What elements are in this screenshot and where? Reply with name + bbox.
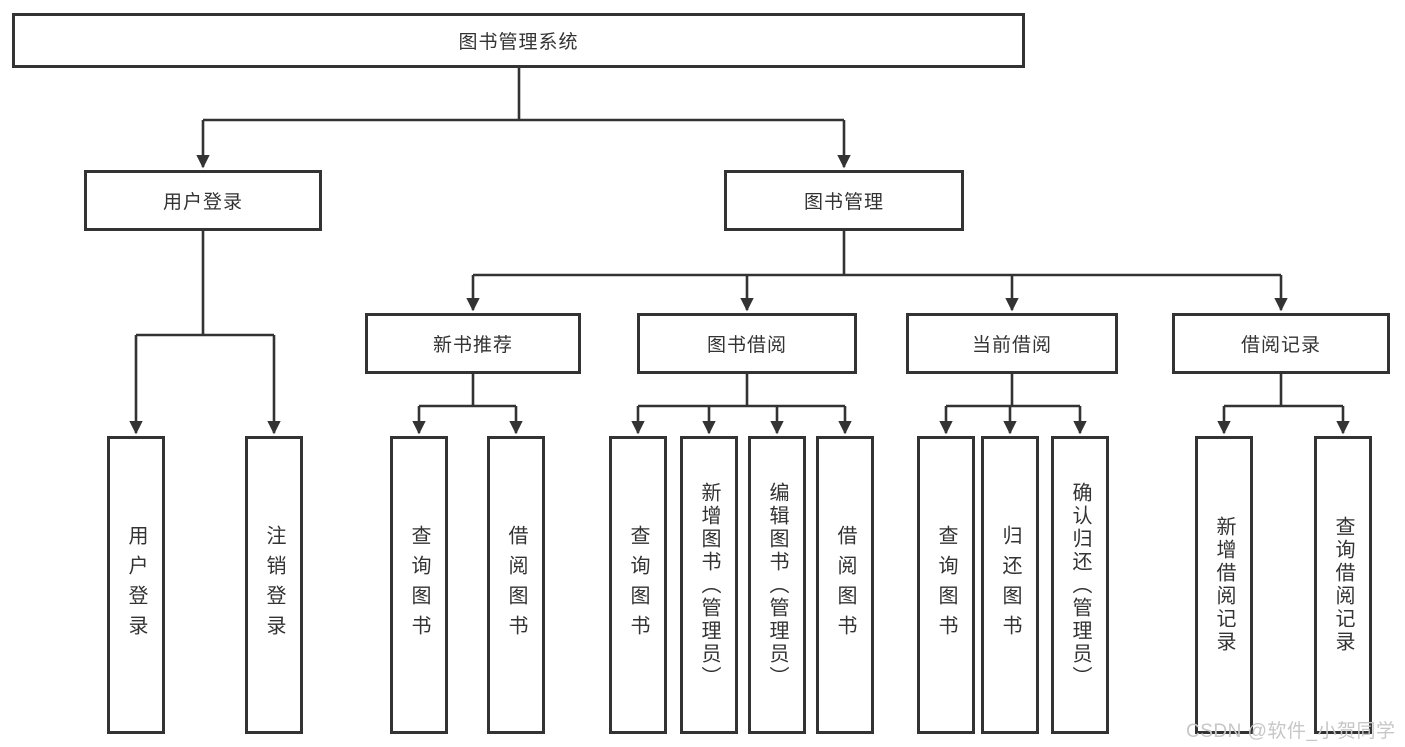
leaf-add-borrow-record-label: 新增借阅记录 [1213, 516, 1235, 654]
leaf-borrow-books: 借阅图书 [816, 436, 874, 734]
leaf-borrow-query-books-label: 查询图书 [627, 525, 649, 645]
leaf-query-borrow-record: 查询借阅记录 [1314, 436, 1372, 734]
leaf-edit-books-admin-label: 编辑图书（管理员） [766, 481, 788, 689]
leaf-current-query-books-label: 查询图书 [935, 525, 957, 645]
leaf-newbook-query-books: 查询图书 [390, 436, 448, 734]
leaf-confirm-return-admin-label: 确认归还（管理员） [1069, 481, 1091, 689]
leaf-add-books-admin: 新增图书（管理员） [680, 436, 738, 734]
leaf-edit-books-admin: 编辑图书（管理员） [748, 436, 806, 734]
leaf-borrow-query-books: 查询图书 [609, 436, 667, 734]
leaf-current-query-books: 查询图书 [917, 436, 975, 734]
leaf-newbook-query-books-label: 查询图书 [408, 525, 430, 645]
csdn-watermark: CSDN @软件_小贺同学 [1186, 721, 1396, 742]
node-user-login: 用户登录 [84, 170, 322, 231]
node-borrow-record-label: 借阅记录 [1240, 335, 1321, 356]
leaf-logout-label: 注销登录 [263, 525, 285, 645]
node-borrow-record: 借阅记录 [1172, 313, 1390, 374]
node-library-management-system-label: 图书管理系统 [458, 32, 579, 53]
node-new-book-recommend: 新书推荐 [365, 313, 581, 374]
leaf-add-books-admin-label: 新增图书（管理员） [698, 481, 720, 689]
leaf-return-books-label: 归还图书 [999, 525, 1021, 645]
leaf-user-login: 用户登录 [107, 436, 165, 734]
leaf-logout: 注销登录 [245, 436, 303, 734]
node-new-book-recommend-label: 新书推荐 [432, 335, 513, 356]
node-current-borrow: 当前借阅 [906, 313, 1118, 374]
leaf-newbook-borrow-books-label: 借阅图书 [505, 525, 527, 645]
leaf-return-books: 归还图书 [981, 436, 1039, 734]
node-book-borrow-label: 图书借阅 [706, 335, 787, 356]
leaf-confirm-return-admin: 确认归还（管理员） [1051, 436, 1109, 734]
node-user-login-label: 用户登录 [162, 192, 243, 213]
node-book-management-label: 图书管理 [803, 192, 884, 213]
node-book-management: 图书管理 [724, 170, 964, 231]
leaf-add-borrow-record: 新增借阅记录 [1195, 436, 1253, 734]
node-library-management-system: 图书管理系统 [12, 13, 1025, 68]
node-current-borrow-label: 当前借阅 [971, 335, 1052, 356]
leaf-newbook-borrow-books: 借阅图书 [487, 436, 545, 734]
leaf-borrow-books-label: 借阅图书 [834, 525, 856, 645]
leaf-user-login-label: 用户登录 [125, 525, 147, 645]
leaf-query-borrow-record-label: 查询借阅记录 [1332, 516, 1354, 654]
node-book-borrow: 图书借阅 [637, 313, 857, 374]
